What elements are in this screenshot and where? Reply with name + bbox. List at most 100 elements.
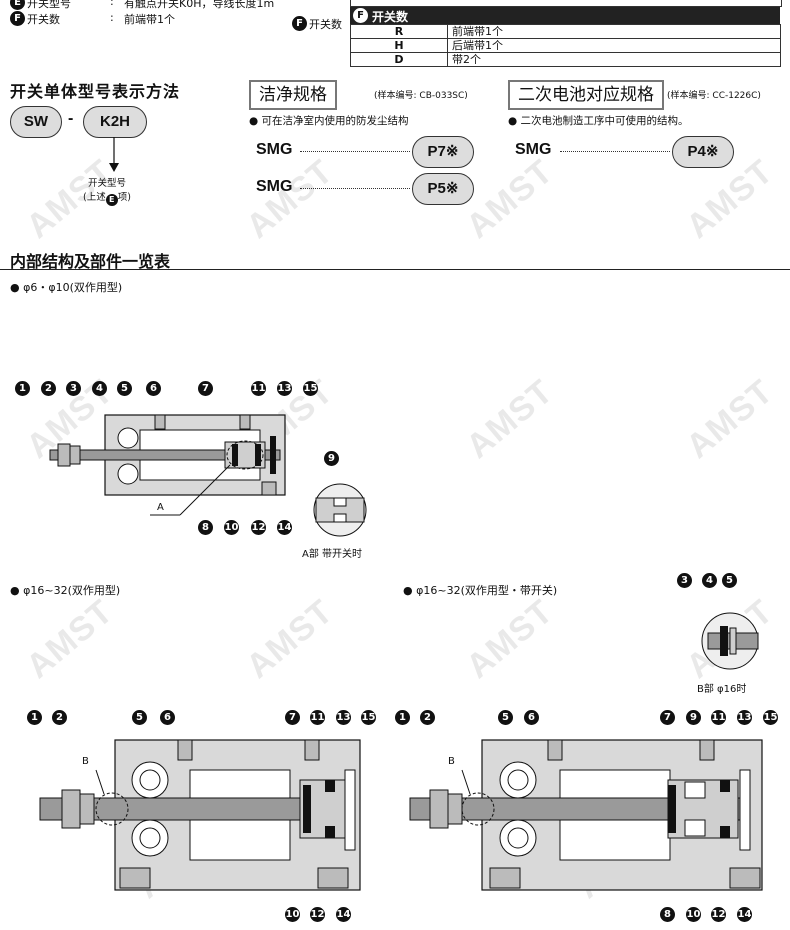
legend-f-side-label: 开关数 [309,18,342,31]
sub2-text: φ16~32(双作用型) [23,584,121,597]
note-text: 项) [117,192,131,203]
callout-badge: 5 [132,710,147,725]
detail-b-drawing [701,612,759,670]
callout-badge: 6 [160,710,175,725]
legend-colon: : [110,11,114,24]
detail-b-marker: B [82,756,89,767]
letter-e-badge: E [105,194,118,206]
switch-note-line1: 开关型号 [88,178,127,189]
note-text: (上述 [83,192,106,203]
switch-desc: 带2个 [447,52,781,67]
sub-heading-switch: ● φ16~32(双作用型・带开关) [403,584,558,597]
callout-badge: 15 [361,710,376,725]
watermark: AMST [459,372,561,466]
callout-badge: 7 [660,710,675,725]
clean-code-p7: P7※ [412,136,474,168]
callout-badge: 15 [303,381,318,396]
switch-unit-heading: 开关单体型号表示方法 [10,82,181,101]
detail-b-caption: B部 φ16时 [697,684,747,695]
callout-badge: 6 [146,381,161,396]
sub3-text: φ16~32(双作用型・带开关) [416,584,558,597]
table-top-frame [350,0,782,7]
table-row: D 带2个 [350,52,781,67]
callout-badge: 10 [686,907,701,922]
callout-badge: 11 [251,381,266,396]
arrow-down-icon [109,137,119,172]
letter-e-badge: E [10,0,25,10]
model-part-k2h: K2H [83,106,147,138]
letter-f-badge: F [10,11,25,26]
callout-badge: 6 [524,710,539,725]
callout-badge: 10 [285,907,300,922]
clean-spec-title: 洁净规格 [249,80,337,110]
clean-desc-text: 可在洁净室内使用的防发尘结构 [261,115,409,127]
clean-spec-desc: ● 可在洁净室内使用的防发尘结构 [249,115,409,127]
detail-a-marker: A [157,502,164,513]
clean-smg-prefix: SMG [256,141,293,158]
watermark: AMST [679,372,781,466]
callout-badge: 8 [198,520,213,535]
switch-table-header: F 开关数 [350,7,780,24]
battery-smg-prefix: SMG [515,141,552,158]
callout-badge: 5 [117,381,132,396]
detail-b-marker: B [448,756,455,767]
callout-badge: 12 [251,520,266,535]
dotted-leader [300,188,410,189]
callout-badge: 13 [737,710,752,725]
model-part-sw: SW [10,106,62,138]
sub-heading-small: ● φ6・φ10(双作用型) [10,281,123,294]
callout-badge: 2 [420,710,435,725]
cylinder-diagram-small [49,414,367,537]
clean-code-p5: P5※ [412,173,474,205]
table-row: R 前端带1个 [350,24,781,39]
switch-table: R 前端带1个 H 后端带1个 D 带2个 [350,24,781,67]
switch-desc: 后端带1个 [447,38,781,53]
watermark: AMST [459,592,561,686]
switch-desc: 前端带1个 [447,24,781,39]
callout-badge: 14 [737,907,752,922]
heading-rule [0,269,790,270]
legend-e-value: 有触点开关K0H，导线长度1m [124,0,275,10]
table-row: H 后端带1个 [350,38,781,53]
battery-spec-title: 二次电池对应规格 [508,80,664,110]
letter-f-badge: F [353,8,368,23]
callout-badge: 10 [224,520,239,535]
legend-f-value: 前端带1个 [124,13,175,26]
callout-badge: 4 [702,573,717,588]
battery-spec-desc: ● 二次电池制造工序中可使用的结构。 [508,115,689,127]
dotted-leader [300,151,410,152]
legend-e-label: 开关型号 [27,0,71,10]
callout-badge: 5 [498,710,513,725]
cylinder-diagram-switch [409,739,763,891]
clean-spec-ref: (样本编号: CB-033SC) [374,91,468,101]
callout-badge: 15 [763,710,778,725]
legend-colon: : [110,0,114,8]
callout-badge: 9 [324,451,339,466]
battery-desc-text: 二次电池制造工序中可使用的结构。 [520,115,689,127]
battery-code-p4: P4※ [672,136,734,168]
switch-table-title: 开关数 [372,10,409,24]
switch-code: H [350,38,448,53]
callout-badge: 12 [711,907,726,922]
callout-badge: 2 [52,710,67,725]
callout-badge: 13 [277,381,292,396]
callout-badge: 7 [198,381,213,396]
callout-badge: 11 [711,710,726,725]
callout-badge: 9 [686,710,701,725]
callout-badge: 3 [66,381,81,396]
dotted-leader [560,151,670,152]
callout-badge: 11 [310,710,325,725]
watermark: AMST [239,592,341,686]
callout-badge: 1 [27,710,42,725]
callout-badge: 4 [92,381,107,396]
callout-badge: 2 [41,381,56,396]
callout-badge: 14 [277,520,292,535]
legend-f-label: 开关数 [27,13,60,26]
callout-badge: 8 [660,907,675,922]
callout-badge: 7 [285,710,300,725]
callout-badge: 14 [336,907,351,922]
switch-code: R [350,24,448,39]
battery-spec-ref: (样本编号: CC-1226C) [667,91,761,101]
watermark: AMST [19,592,121,686]
